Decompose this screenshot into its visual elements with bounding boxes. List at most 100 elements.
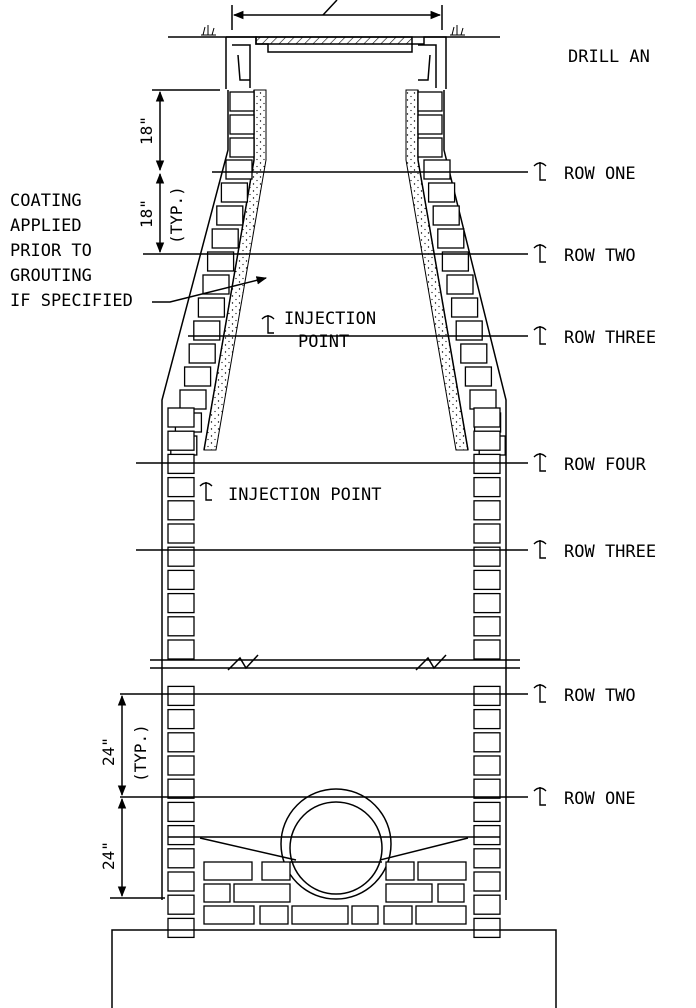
brick <box>441 251 470 272</box>
grout-coating <box>203 89 469 451</box>
brick <box>473 453 501 475</box>
centerline-symbol <box>533 684 547 703</box>
row-lines <box>120 171 528 798</box>
coating-leader <box>152 276 268 303</box>
centerline-symbol <box>261 315 275 334</box>
centerline-symbol <box>533 162 547 181</box>
brick <box>473 732 501 753</box>
brick <box>167 430 195 451</box>
brick <box>473 569 501 591</box>
label-cone-row-two: ROW TWO <box>564 246 636 266</box>
brick <box>417 114 443 135</box>
brick <box>473 778 501 799</box>
dim-cone-typ-note: (TYP.) <box>167 186 186 244</box>
brick <box>225 159 253 180</box>
opening-dimension <box>231 0 443 30</box>
brick <box>216 205 244 226</box>
brick <box>193 320 221 341</box>
brick <box>197 297 226 318</box>
coating-note: COATING APPLIED PRIOR TO GROUTING IF SPE… <box>10 191 133 311</box>
brick <box>206 251 235 272</box>
label-cone-row-three: ROW THREE <box>564 328 656 348</box>
brick <box>473 917 501 939</box>
label-barrel-row-three: ROW THREE <box>564 542 656 562</box>
brick <box>188 343 216 364</box>
brick <box>229 137 255 158</box>
brick <box>211 228 239 249</box>
coating-note-line-1: COATING <box>10 191 82 211</box>
brick <box>167 755 195 776</box>
brick <box>473 848 501 869</box>
brick <box>183 366 212 387</box>
brick <box>473 824 501 846</box>
coating-note-line-4: GROUTING <box>10 266 92 286</box>
brick <box>179 389 207 410</box>
brick <box>473 639 501 660</box>
injection-point-upper-line-2: POINT <box>298 332 349 352</box>
brick <box>167 708 195 730</box>
brick <box>437 228 465 249</box>
pipe-outer <box>280 788 392 900</box>
brick <box>473 801 501 823</box>
brick <box>423 159 451 180</box>
brick <box>167 917 195 939</box>
brick <box>473 500 501 521</box>
dim-barrel-bottom: 24" <box>99 841 118 870</box>
label-barrel-row-four: ROW FOUR <box>564 455 647 475</box>
brick <box>167 476 195 498</box>
brick <box>473 755 501 776</box>
pipe-inner <box>289 801 383 895</box>
brick <box>167 848 195 869</box>
coating-note-line-5: IF SPECIFIED <box>10 291 133 311</box>
centerline-symbols <box>199 162 547 806</box>
dim-barrel-typ-note: (TYP.) <box>131 724 150 782</box>
brick <box>167 871 195 892</box>
brick <box>473 894 501 915</box>
brick <box>427 182 456 203</box>
label-barrel-row-two: ROW TWO <box>564 686 636 706</box>
coating-note-line-3: PRIOR TO <box>10 241 92 261</box>
brick <box>167 500 195 521</box>
brick <box>167 778 195 799</box>
brick <box>460 343 488 364</box>
brick <box>167 824 195 846</box>
base-slab <box>111 929 557 1008</box>
centerline-symbol <box>533 453 547 472</box>
brick <box>220 182 249 203</box>
brick-courses <box>167 91 506 939</box>
brick <box>473 616 501 637</box>
centerline-symbol <box>533 787 547 806</box>
invert-bricks <box>203 861 467 925</box>
label-cone-row-one: ROW ONE <box>564 164 636 184</box>
grass-symbol-left <box>201 25 216 36</box>
brick <box>473 592 501 614</box>
brick <box>167 639 195 660</box>
brick <box>167 546 195 567</box>
brick <box>473 546 501 567</box>
brick <box>473 430 501 451</box>
brick <box>455 320 483 341</box>
brick <box>432 205 460 226</box>
centerline-symbol <box>533 326 547 345</box>
dim-barrel-typ: 24" <box>99 737 118 766</box>
brick <box>167 732 195 753</box>
drill-note: DRILL AN <box>568 47 650 67</box>
brick <box>473 871 501 892</box>
centerline-symbol <box>533 540 547 559</box>
brick <box>473 407 501 428</box>
brick <box>473 476 501 498</box>
brick <box>446 274 474 295</box>
invert-and-pipe <box>168 788 500 900</box>
brick <box>167 616 195 637</box>
brick <box>167 592 195 614</box>
brick <box>450 297 479 318</box>
brick <box>167 453 195 475</box>
centerline-symbol <box>199 482 213 501</box>
brick <box>473 685 501 707</box>
brick <box>469 389 497 410</box>
brick <box>167 407 195 428</box>
label-barrel-row-one: ROW ONE <box>564 789 636 809</box>
brick <box>167 569 195 591</box>
injection-point-upper-line-1: INJECTION <box>284 309 376 329</box>
